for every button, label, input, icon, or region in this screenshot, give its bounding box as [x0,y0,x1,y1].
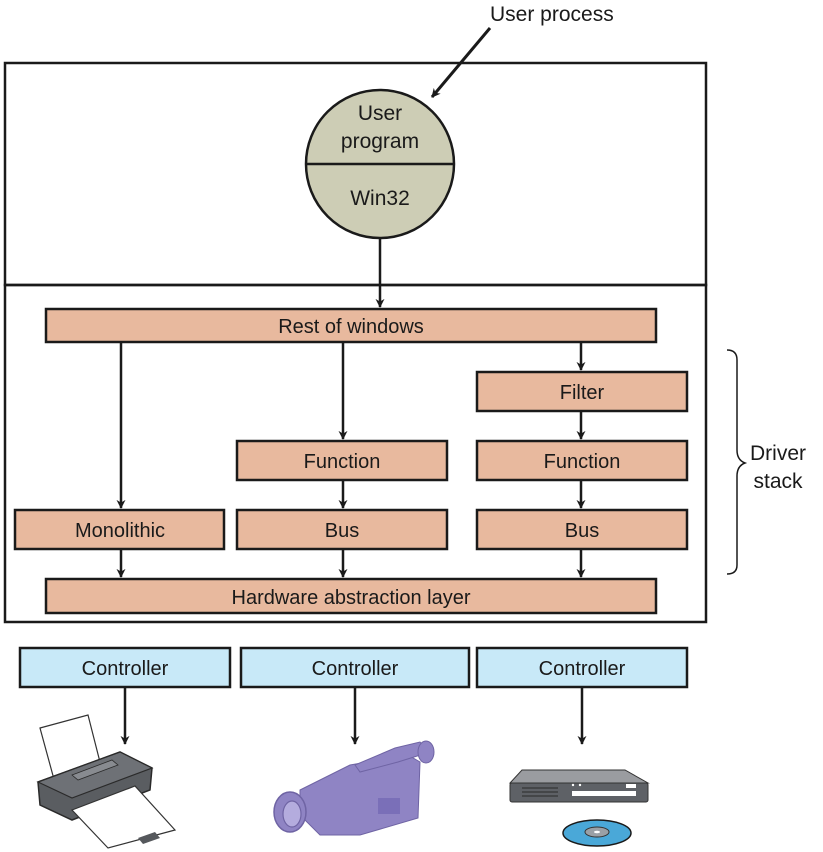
monolithic-driver-box: Monolithic [13,508,226,551]
controller-box-disk: Controller [475,646,689,689]
controller-box-printer: Controller [18,646,232,689]
filter-driver-box: Filter [475,370,689,413]
function-label-right: Function [544,451,621,473]
user-program-line2: program [341,130,419,153]
driver-stack-label-line2: stack [753,470,803,493]
controller-label-3: Controller [539,658,626,680]
function-driver-box-middle: Function [235,439,449,482]
controller-label-2: Controller [312,658,399,680]
function-label-middle: Function [304,451,381,473]
camcorder-icon [273,740,435,836]
disk-drive-icon [508,769,650,803]
driver-stack-label-line1: Driver [750,442,806,465]
user-program-circle: User program Win32 [304,88,456,240]
rest-of-windows-label: Rest of windows [278,316,424,338]
bus-label-middle: Bus [325,520,359,542]
filter-label: Filter [560,382,605,404]
printer-icon [36,714,177,849]
bus-driver-box-right: Bus [475,508,689,551]
user-program-line1: User [358,102,402,125]
rest-of-windows-box: Rest of windows [44,307,658,344]
hal-label: Hardware abstraction layer [232,587,471,609]
controller-label-1: Controller [82,658,169,680]
win32-label: Win32 [350,187,410,210]
hal-box: Hardware abstraction layer [44,577,658,615]
controller-box-camcorder: Controller [239,646,471,689]
bus-driver-box-middle: Bus [235,508,449,551]
bus-label-right: Bus [565,520,599,542]
monolithic-label: Monolithic [75,520,165,542]
user-process-label: User process [490,3,614,26]
disc-icon [562,819,632,847]
function-driver-box-right: Function [475,439,689,482]
driver-stack-brace [726,349,748,575]
kernel-mode-region [3,283,708,624]
